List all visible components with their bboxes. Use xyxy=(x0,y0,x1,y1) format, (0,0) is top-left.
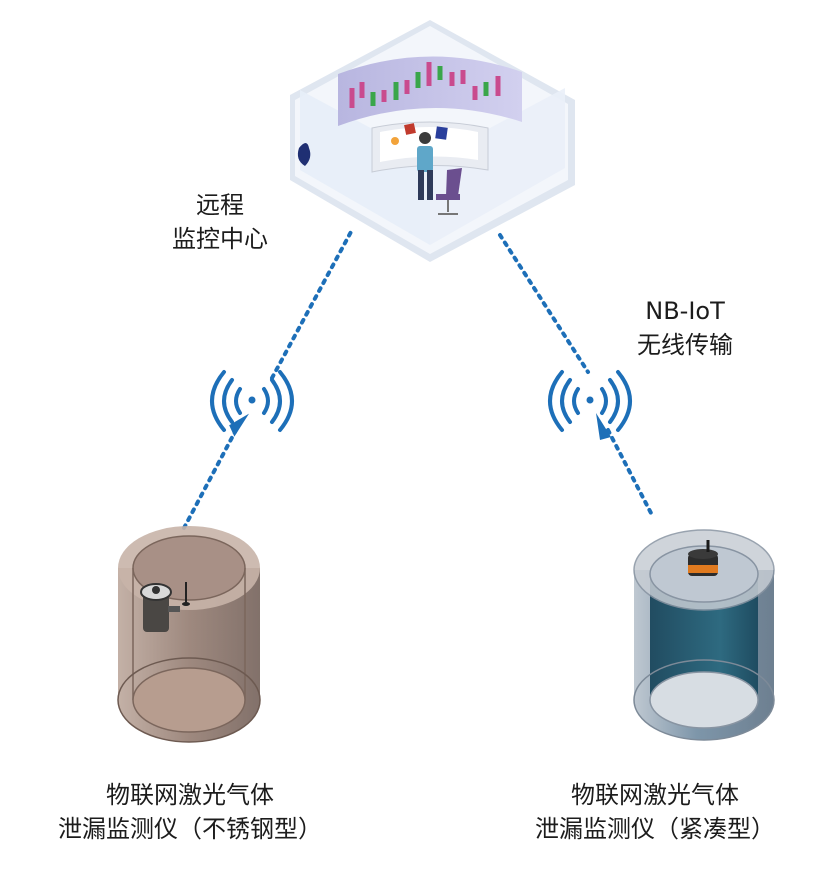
nbiot-label: NB-IoT 无线传输 xyxy=(620,294,750,362)
control-room-illustration xyxy=(290,20,575,262)
room-glass-wall xyxy=(300,90,430,245)
wifi-signal-icon-left xyxy=(210,370,294,432)
wifi-signal-icon-right xyxy=(548,370,632,432)
steel-detector-device xyxy=(140,582,190,632)
device-right-line1: 物联网激光气体 xyxy=(571,781,739,809)
stainless-steel-tank xyxy=(117,526,261,743)
candlestick-chart xyxy=(349,62,501,108)
device-left-label: 物联网激光气体 泄漏监测仪（不锈钢型） xyxy=(40,778,340,846)
arrow-heads xyxy=(229,413,611,440)
device-right-line2: 泄漏监测仪（紧凑型） xyxy=(535,815,775,843)
monitoring-center-line1: 远程 xyxy=(196,191,244,219)
nbiot-line1: NB-IoT xyxy=(645,297,725,325)
monitoring-center-line2: 监控中心 xyxy=(172,225,268,253)
operator-person xyxy=(417,132,433,200)
desk-panel-blue xyxy=(435,126,448,140)
nbiot-line2: 无线传输 xyxy=(637,331,733,359)
link-left-lower xyxy=(182,428,238,530)
compact-tank xyxy=(633,529,775,741)
device-right-label: 物联网激光气体 泄漏监测仪（紧凑型） xyxy=(505,778,805,846)
compact-detector-device xyxy=(688,540,718,576)
device-left-line1: 物联网激光气体 xyxy=(106,781,274,809)
curved-screen xyxy=(338,56,522,126)
link-right-lower xyxy=(606,428,654,517)
link-left-upper xyxy=(270,228,354,380)
desk-panel-orange xyxy=(391,137,399,145)
arrow-head-right xyxy=(596,413,611,440)
arrow-head-left xyxy=(229,413,250,437)
office-chair xyxy=(436,168,462,215)
monitoring-center-label: 远程 监控中心 xyxy=(160,188,280,256)
wireless-links xyxy=(182,228,654,530)
link-right-upper xyxy=(498,233,590,374)
potted-plant xyxy=(297,143,311,166)
desk-panel-red xyxy=(404,123,416,135)
device-left-line2: 泄漏监测仪（不锈钢型） xyxy=(58,815,322,843)
